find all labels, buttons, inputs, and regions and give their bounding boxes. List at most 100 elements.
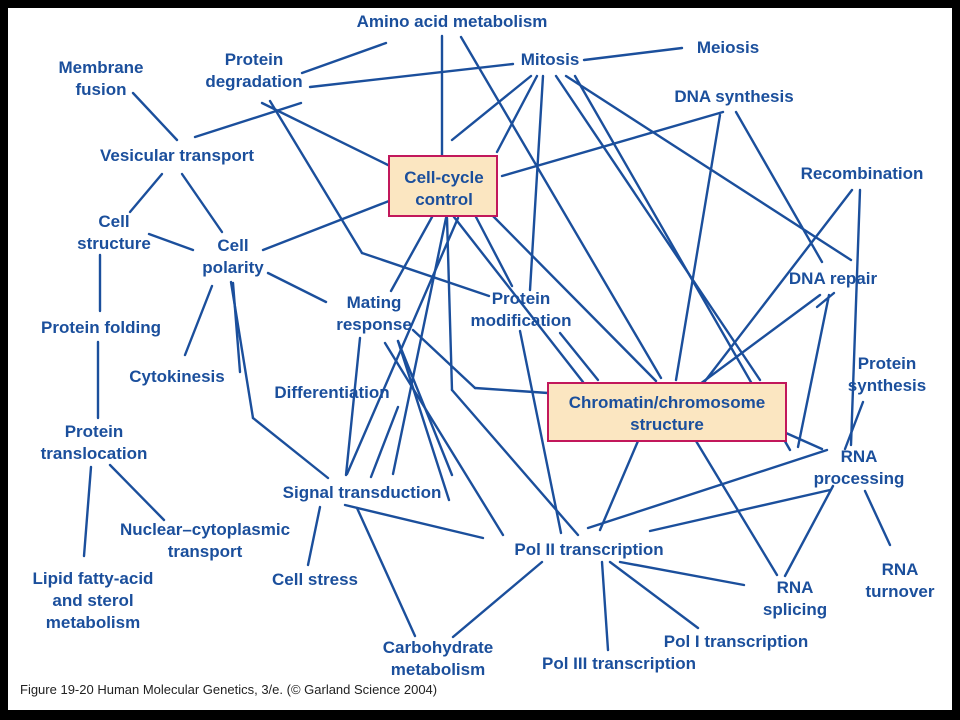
node-label-line: Signal transduction (283, 483, 442, 502)
connection-line (128, 172, 164, 214)
node-protein-folding: Protein folding (41, 318, 161, 337)
connection-line (700, 188, 854, 387)
connection-line (193, 101, 303, 139)
node-label-line: metabolism (46, 613, 140, 632)
figure-caption: Figure 19-20 Human Molecular Genetics, 3… (20, 682, 438, 697)
connection-line (600, 560, 610, 652)
connection-line (260, 101, 392, 168)
connection-line (796, 293, 831, 449)
connection-line (500, 110, 725, 178)
connection-line (473, 386, 550, 395)
connection-line (360, 251, 491, 298)
node-label-line: fusion (76, 80, 127, 99)
connection-line (474, 215, 514, 288)
node-label-line: RNA (777, 578, 814, 597)
node-label-line: metabolism (391, 660, 485, 679)
node-vesicular-transport: Vesicular transport (100, 146, 254, 165)
node-pol-i-transcription: Pol I transcription (664, 632, 809, 651)
connection-line (815, 291, 836, 309)
connection-line (355, 506, 417, 638)
node-label-line: Protein (65, 422, 124, 441)
node-label-line: Cytokinesis (129, 367, 224, 386)
node-label-line: Membrane (58, 58, 143, 77)
node-protein-degradation: Protein degradation (205, 50, 302, 91)
connection-line (558, 331, 600, 382)
node-label-line: Vesicular transport (100, 146, 254, 165)
connection-line (784, 431, 824, 451)
node-label-line: Carbohydrate (383, 638, 494, 657)
connection-line (528, 74, 545, 292)
node-label-line: DNA repair (789, 269, 878, 288)
connection-line (734, 110, 824, 264)
connection-line (391, 216, 448, 476)
node-pol-ii-transcription: Pol II transcription (514, 540, 663, 559)
node-label-line: Lipid fatty-acid (33, 569, 154, 588)
connection-line (618, 560, 746, 587)
node-rna-turnover: RNA turnover (866, 560, 935, 601)
node-label-line: Recombination (801, 164, 924, 183)
connection-line (698, 293, 822, 386)
node-label-line: Cell stress (272, 570, 358, 589)
node-label-line: Protein (225, 50, 284, 69)
connection-line (308, 62, 515, 89)
node-label-line: splicing (763, 600, 827, 619)
connection-line (586, 448, 829, 530)
connection-line (231, 281, 242, 374)
connection-line (445, 216, 454, 392)
node-label-line: Meiosis (697, 38, 759, 57)
node-label-line: response (336, 315, 412, 334)
connection-line (863, 489, 892, 547)
connection-line (554, 74, 762, 382)
node-label-line: RNA (882, 560, 919, 579)
node-recombination: Recombination (801, 164, 924, 183)
connection-line (396, 339, 451, 502)
node-dna-repair: DNA repair (789, 269, 878, 288)
connection-line (582, 46, 684, 62)
connection-line (343, 503, 485, 540)
node-label-line: polarity (202, 258, 264, 277)
node-label-line: Cell-cycle (404, 168, 483, 187)
connection-line (180, 172, 224, 234)
connection-line (345, 216, 460, 476)
connection-line (598, 439, 640, 532)
node-label-line: Pol II transcription (514, 540, 663, 559)
connection-line (383, 341, 505, 537)
node-label-line: turnover (866, 582, 935, 601)
connection-line (108, 463, 166, 522)
connection-line (300, 41, 388, 75)
cell-cycle-control-highlight-box (388, 155, 498, 217)
node-label-line: Pol III transcription (542, 654, 696, 673)
connection-line (266, 271, 328, 304)
node-label-line: structure (77, 234, 151, 253)
connection-line (451, 560, 544, 639)
connection-line (452, 215, 585, 384)
connection-line (518, 329, 563, 535)
chromatin-structure-highlight-box (547, 382, 787, 442)
connection-line (261, 199, 391, 252)
node-mating-response: Mating response (336, 293, 412, 334)
node-label-line: synthesis (848, 376, 926, 395)
node-pol-iii-transcription: Pol III transcription (542, 654, 696, 673)
connection-line (268, 99, 364, 255)
node-cell-stress: Cell stress (272, 570, 358, 589)
connection-line (131, 91, 179, 142)
node-protein-synthesis: Protein synthesis (848, 354, 926, 395)
node-label-line: Protein (858, 354, 917, 373)
connection-line (783, 484, 835, 578)
node-label-line: Protein (492, 289, 551, 308)
node-carbohydrate-metabolism: Carbohydrate metabolism (383, 638, 494, 679)
connection-line (608, 560, 700, 630)
node-label-line: Differentiation (274, 383, 389, 402)
node-label-line: Mating (347, 293, 402, 312)
node-label-line: Mitosis (521, 50, 580, 69)
interaction-network-diagram: Amino acid metabolismMeiosisMitosisProte… (33, 12, 935, 679)
node-label-line: degradation (205, 72, 302, 91)
node-label-line: and sterol (52, 591, 133, 610)
